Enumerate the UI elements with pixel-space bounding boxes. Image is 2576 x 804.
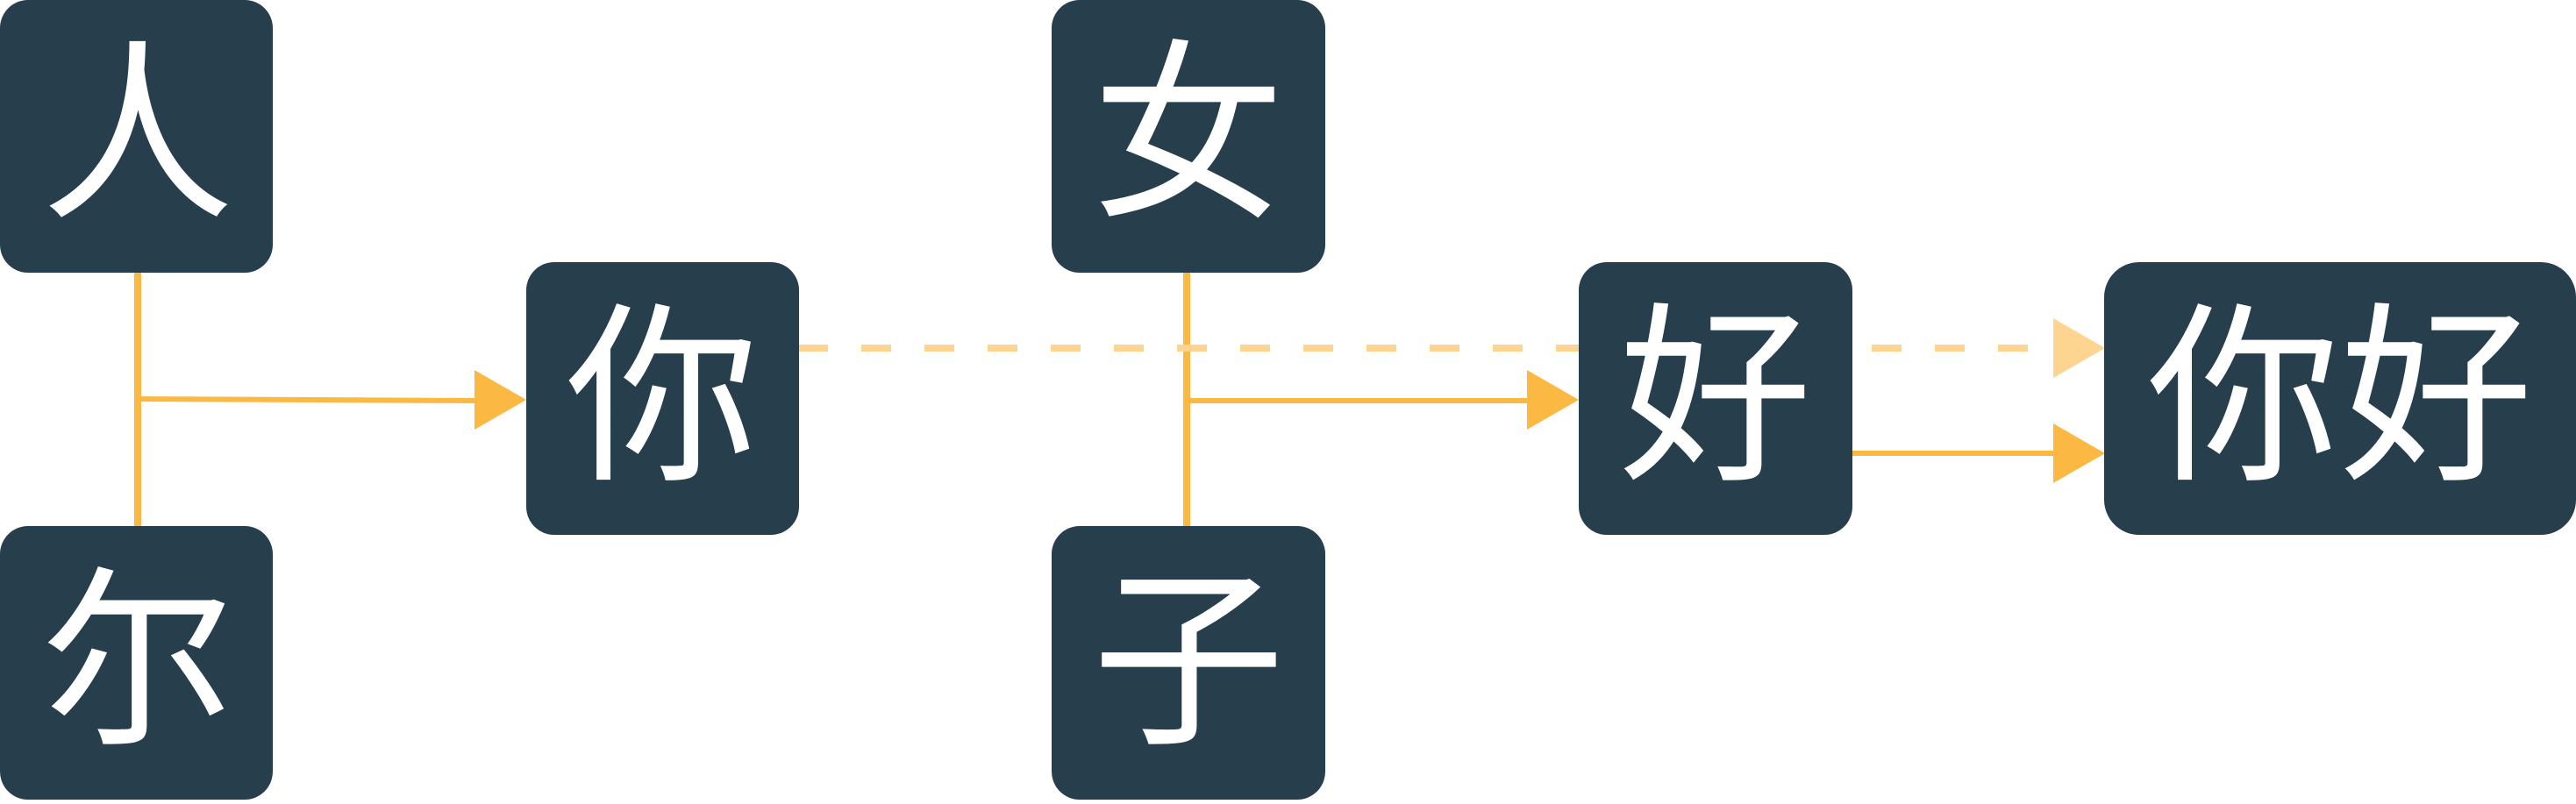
node-ren-label: 人 bbox=[41, 24, 234, 248]
node-zi: 子 bbox=[1052, 526, 1325, 800]
arrowhead-dashed-to-nihao bbox=[2053, 318, 2105, 378]
connectors bbox=[134, 263, 2105, 535]
node-nv: 女 bbox=[1052, 0, 1325, 273]
node-nv-box bbox=[1052, 0, 1325, 273]
node-nihao: 你好 bbox=[2104, 262, 2576, 535]
node-er-label: 尔 bbox=[41, 550, 234, 774]
connector-ren-er-to-ni bbox=[137, 396, 479, 403]
node-ren-box bbox=[0, 0, 273, 273]
node-ni-box bbox=[526, 262, 799, 535]
node-ni-label: 你 bbox=[566, 286, 759, 510]
arrowhead-to-hao bbox=[1527, 370, 1579, 430]
node-nv-label: 女 bbox=[1092, 24, 1285, 248]
node-er: 尔 bbox=[0, 526, 273, 800]
node-nihao-box bbox=[2104, 262, 2576, 535]
node-ni: 你 bbox=[526, 262, 799, 535]
node-hao-box bbox=[1579, 262, 1852, 535]
node-zi-box bbox=[1052, 526, 1325, 800]
node-ren: 人 bbox=[0, 0, 273, 273]
node-nihao-label: 你好 bbox=[2147, 286, 2533, 510]
node-er-box bbox=[0, 526, 273, 800]
node-hao-label: 好 bbox=[1619, 286, 1812, 510]
arrowhead-to-ni bbox=[475, 370, 526, 430]
node-hao: 好 bbox=[1579, 262, 1852, 535]
node-zi-label: 子 bbox=[1092, 550, 1285, 774]
arrowhead-solid-to-nihao bbox=[2053, 423, 2105, 483]
